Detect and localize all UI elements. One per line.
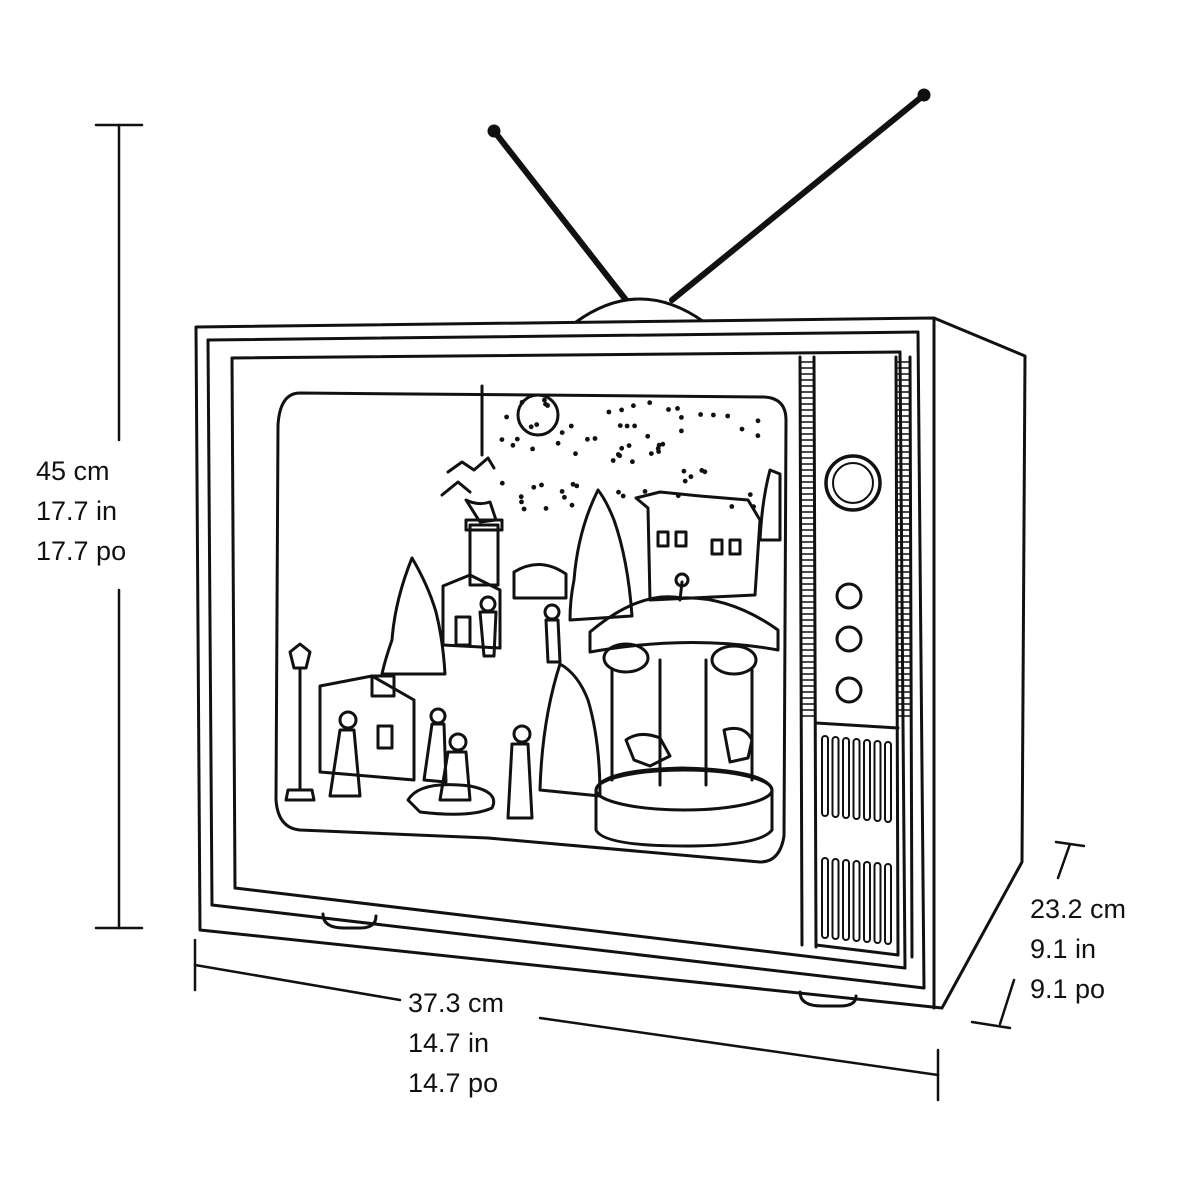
sleigh-icon <box>440 456 498 524</box>
width-po: 14.7 po <box>408 1068 499 1098</box>
width-label: 37.3 cm 14.7 in 14.7 po <box>408 983 504 1103</box>
tuning-dial-icon <box>824 454 882 512</box>
width-in: 14.7 in <box>408 1028 490 1058</box>
village-house <box>318 490 762 782</box>
grille-ticks <box>801 361 911 717</box>
villager-figures <box>328 595 562 820</box>
depth-in: 9.1 in <box>1030 934 1097 964</box>
height-po: 17.7 po <box>36 536 127 566</box>
carousel <box>588 572 780 848</box>
depth-dimension-line <box>970 840 1086 1030</box>
width-cm: 37.3 cm <box>408 988 505 1018</box>
depth-cm: 23.2 cm <box>1030 894 1127 924</box>
depth-label: 23.2 cm 9.1 in 9.1 po <box>1030 889 1126 1009</box>
antenna <box>487 88 931 324</box>
height-dimension-line <box>94 123 144 930</box>
chimney <box>464 518 504 587</box>
control-panel <box>798 355 914 959</box>
ice-rink <box>406 783 496 816</box>
depth-po: 9.1 po <box>1030 974 1106 1004</box>
control-knobs <box>835 582 863 704</box>
width-dimension-line <box>193 938 940 1102</box>
height-in: 17.7 in <box>36 496 118 526</box>
christmas-tree-icon <box>380 468 782 798</box>
speaker-grille <box>821 735 892 945</box>
snowflakes <box>499 397 761 512</box>
height-cm: 45 cm <box>36 456 110 486</box>
moon-icon <box>516 393 560 437</box>
tv-feet <box>321 912 858 1008</box>
height-label: 45 cm 17.7 in 17.7 po <box>36 451 126 571</box>
lamp-post-icon <box>284 642 316 802</box>
